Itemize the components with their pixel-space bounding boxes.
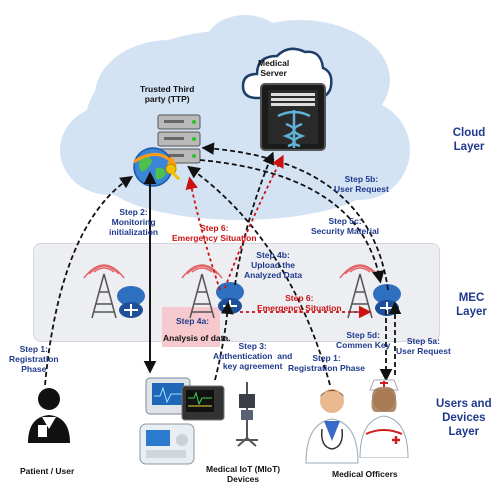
cell-tower-icon <box>83 264 125 319</box>
step4a-description: Analysis of data. <box>163 333 231 343</box>
patient-monitor-icon <box>181 385 225 421</box>
step4a-label: Step 4a: <box>176 316 210 326</box>
step5b-label: Step 5b: User Request <box>334 174 389 194</box>
mec-layer-title: MEC Layer <box>456 292 487 318</box>
cell-tower-icon <box>181 264 223 319</box>
step6-mid-label: Step 6: Emergency Situation <box>257 293 342 313</box>
step1-right-label: Step 1: Registration Phase <box>288 353 365 373</box>
step2-label: Step 2: Monitoring initialization <box>109 207 159 237</box>
cloud-layer-title: Cloud Layer <box>452 127 486 153</box>
step1-right-arrow <box>187 165 331 386</box>
iv-stand-icon <box>236 382 258 447</box>
step4b-upload-arrow <box>234 151 275 286</box>
step6-top-label: Step 6: Emergency Situation <box>172 223 257 243</box>
edge-router-icon <box>117 286 145 318</box>
ttp-label: Trusted Third party (TTP) <box>140 84 195 104</box>
caduceus-icon <box>277 110 311 148</box>
step1-left-label: Step 1: Registration Phase <box>9 344 59 374</box>
ttp-server-stack-icon <box>157 114 201 164</box>
nurse-icon <box>359 379 409 458</box>
medical-monitor-icon <box>145 377 191 415</box>
step3-label: Step 3: Authentication and key agreement <box>213 341 293 371</box>
step6-emergency-server-arrow <box>224 154 284 289</box>
step5d-label: Step 5d: Commen Key <box>336 330 391 350</box>
medical-officers-label: Medical Officers <box>332 469 398 479</box>
medical-server-label: Medical Server <box>258 58 290 78</box>
user-icon <box>28 388 70 443</box>
step4b-label: Step 4b: Upload the Analyzed Data <box>244 250 303 280</box>
patient-label: Patient / User <box>20 466 75 476</box>
step5a-label: Step 5a: User Request <box>396 336 451 356</box>
step6-emergency-ttp-arrow <box>185 176 221 291</box>
key-icon <box>165 163 181 181</box>
step5c-material-arrow <box>199 159 385 284</box>
infusion-pump-icon <box>139 423 195 465</box>
miot-label: Medical IoT (MIoT) Devices <box>206 464 281 484</box>
users-layer-title: Users and Devices Layer <box>436 398 492 438</box>
step5c-label: Step 5c: Security Material <box>311 216 380 236</box>
doctor-icon <box>305 389 359 464</box>
globe-icon <box>133 147 177 187</box>
cell-tower-icon <box>339 264 381 319</box>
step1-left-arrow <box>44 175 133 386</box>
